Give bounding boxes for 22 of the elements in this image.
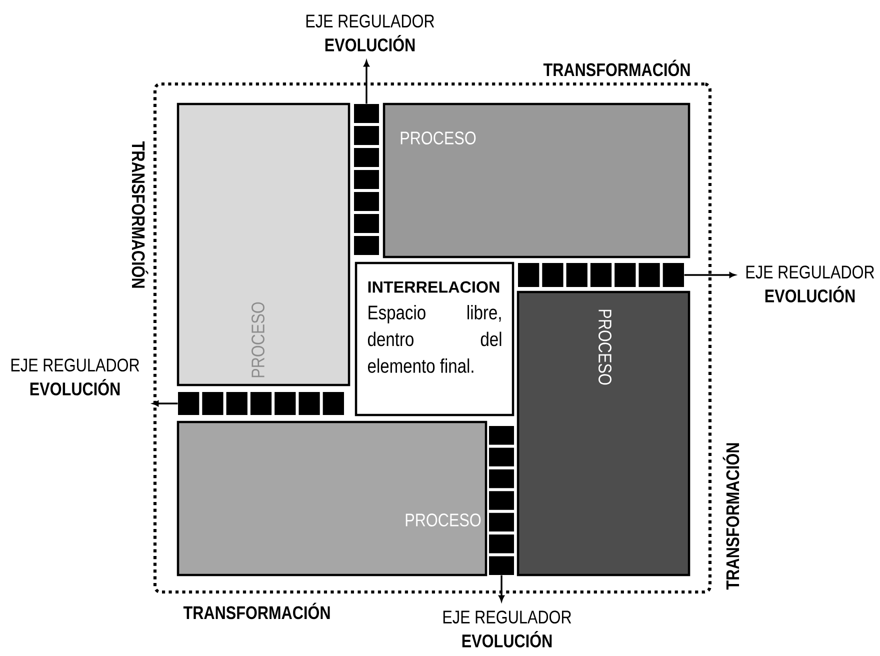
text-box: INTERRELACION Espacio libre, dentro del elemento final. <box>354 262 514 416</box>
arrow <box>152 400 178 406</box>
side-label: TRANSFORMACIÓN <box>543 60 690 76</box>
square-strip <box>178 392 344 415</box>
side-label: TRANSFORMACIÓN <box>183 602 330 620</box>
arrow <box>364 60 370 104</box>
side-label: TRANSFORMACIÓN <box>132 141 148 288</box>
square-strip <box>354 104 379 255</box>
process-box: PROCESO <box>176 420 488 576</box>
axis-label: EJE REGULADOR EVOLUCIÓN <box>11 358 140 396</box>
process-box: PROCESO <box>382 102 690 258</box>
square-strip <box>489 426 514 575</box>
side-label: TRANSFORMACIÓN <box>722 443 740 590</box>
axis-label: EJE REGULADOR EVOLUCIÓN <box>443 610 572 648</box>
process-box: PROCESO <box>516 290 690 576</box>
process-box: PROCESO <box>176 102 350 386</box>
axis-label: EJE REGULADOR EVOLUCIÓN <box>306 14 434 52</box>
arrow <box>684 272 736 278</box>
square-strip <box>518 263 684 287</box>
axis-label: EJE REGULADOR EVOLUCIÓN <box>746 266 874 302</box>
arrow <box>498 575 504 602</box>
dotted-frame <box>153 82 712 594</box>
